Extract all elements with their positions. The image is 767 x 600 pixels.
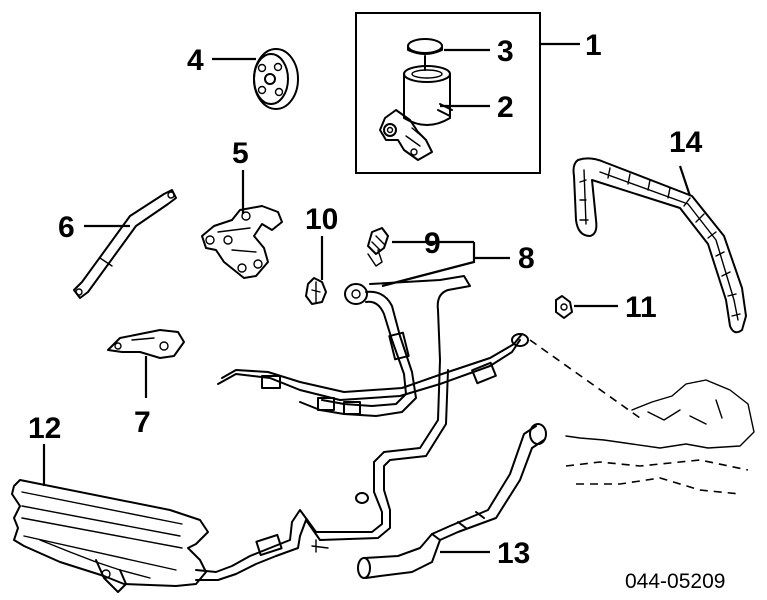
reservoir-cap [407,38,443,71]
callout-labels: 1 2 3 4 5 6 7 8 9 10 11 12 13 14 044-052… [28,29,725,593]
steering-rack-outline [529,339,755,495]
callout-5: 5 [232,137,249,170]
drive-belt [572,157,747,334]
power-steering-pump [379,109,433,161]
pressure-switch [367,227,389,267]
drawing-code: 044-05209 [625,570,725,593]
callout-8: 8 [518,242,535,275]
pump-bracket [201,205,283,279]
callout-11: 11 [625,291,657,324]
callout-12: 12 [28,412,61,445]
callout-13: 13 [497,537,530,570]
callout-1: 1 [585,29,602,62]
return-hose [357,423,547,579]
callout-2: 2 [497,91,514,124]
pressure-hose [299,275,471,417]
callout-6: 6 [58,211,75,244]
hose-clip-11 [555,295,573,319]
oil-cooler [11,479,209,593]
adjusting-rod [73,189,177,299]
callout-9: 9 [424,227,441,260]
callout-3: 3 [497,35,514,68]
callout-10: 10 [305,203,338,236]
bracket-plate [107,329,185,359]
callout-14: 14 [669,126,703,159]
hose-clamp-10 [305,277,327,305]
leader-lines [42,42,692,554]
reservoir-tank [403,65,453,126]
pump-pulley [253,48,299,110]
steering-pipes [195,333,529,581]
callout-4: 4 [187,44,204,77]
callout-7: 7 [134,406,151,439]
reservoir-assembly-box [355,12,541,174]
